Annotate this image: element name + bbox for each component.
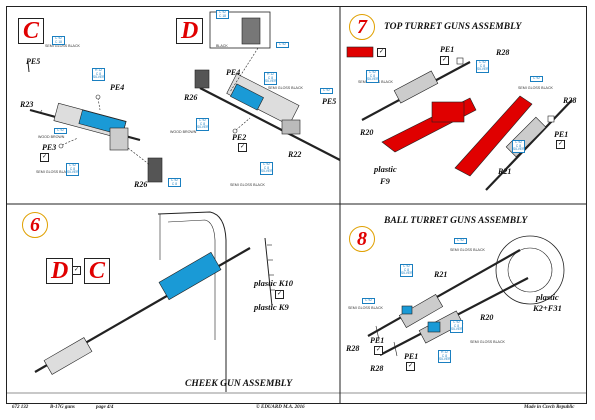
paint-label: SEMI GLOSS BLACK: [36, 170, 71, 174]
panel-8-title: BALL TURRET GUNS ASSEMBLY: [384, 216, 528, 226]
panel-6-title: CHEEK GUN ASSEMBLY: [185, 379, 292, 389]
paint-label: BLACK: [216, 44, 228, 48]
checkmark-icon: ✓: [440, 56, 449, 65]
panel-d-label-r26: R26: [184, 93, 198, 102]
paint-label: SEMI GLOSS BLACK: [45, 44, 80, 48]
page-frame: [6, 6, 587, 404]
panel-6-plastic-k9: plastic K9: [254, 302, 289, 312]
panel-7-label-r20: R20: [360, 128, 374, 137]
paint-label: SEMI GLOSS BLACK: [268, 86, 303, 90]
panel-8-label-r28b: R28: [370, 364, 384, 373]
panel-8-plastic-label: plastic: [536, 292, 559, 302]
panel-c-label-pe3: PE3: [42, 143, 57, 152]
panel-7-plastic-part: F9: [380, 176, 390, 186]
paint-label: SEMI GLOSS BLACK: [470, 340, 505, 344]
checkmark-icon: ✓: [238, 143, 247, 152]
panel-c-label-r23: R23: [20, 100, 34, 109]
paint-label: SEMI GLOSS BLACK: [348, 306, 383, 310]
panel-7-label-r28: R28: [496, 48, 510, 57]
checkmark-icon: ✓: [72, 266, 81, 275]
footer-made-in: Made in Czech Republic: [524, 405, 575, 410]
panel-8-label-pe1b: PE1: [404, 352, 419, 361]
checkmark-icon: ✓: [556, 140, 565, 149]
checkmark-icon: ✓: [40, 153, 49, 162]
checkmark-icon: ✓: [275, 290, 284, 299]
checkmark-icon: ✓: [374, 346, 383, 355]
panel-6-letter-d: D: [46, 258, 74, 284]
paint-label: SEMI GLOSS BLACK: [450, 248, 485, 252]
footer-product: B-17G guns: [50, 405, 75, 410]
panel-d-label-pe4: PE4: [226, 68, 241, 77]
panel-6-letter-c: C: [84, 258, 111, 284]
panel-d-label-pe2: PE2: [232, 133, 247, 142]
step-number-6: 6: [22, 212, 48, 238]
panel-7-plastic-label: plastic: [374, 164, 397, 174]
paint-label: WOOD BROWN: [170, 130, 197, 134]
footer-page: page 4/4: [96, 405, 114, 410]
panel-6-plastic-k10: plastic K10: [254, 278, 293, 288]
panel-7-drawing: [346, 46, 573, 191]
panel-7-label-pe1: PE1: [440, 45, 455, 54]
panel-c-drawing: [27, 61, 163, 183]
step-number-7: 7: [349, 14, 375, 40]
panel-c-label-r26: R26: [134, 180, 148, 189]
paint-label: SEMI GLOSS BLACK: [518, 86, 553, 90]
checkmark-icon: ✓: [406, 362, 415, 371]
panel-d-label-pe5: PE5: [322, 97, 337, 106]
panel-c-letter: C: [18, 18, 45, 44]
paint-code-chip: C 92: [320, 88, 333, 94]
panel-d-label-r22: R22: [288, 150, 302, 159]
panel-c-label-pe5: PE5: [26, 57, 41, 66]
footer-copyright: © EDUARD M.A. 2016: [256, 405, 305, 410]
panel-8-label-r20: R20: [480, 313, 494, 322]
checkmark-icon: ✓: [377, 48, 386, 57]
panel-7-label-r28b: R28: [563, 96, 577, 105]
panel-7-title: TOP TURRET GUNS ASSEMBLY: [384, 22, 522, 32]
panel-8-drawing: [367, 235, 565, 357]
panel-7-label-r21: R21: [498, 167, 512, 176]
panel-d-letter: D: [176, 18, 204, 44]
paint-code-chip: C 92: [362, 298, 375, 304]
panel-8-label-r21: R21: [434, 270, 448, 279]
panel-8-label-pe1: PE1: [370, 336, 385, 345]
paint-label: WOOD BROWN: [38, 135, 65, 139]
paint-code-chip: C 92: [530, 76, 543, 82]
step-number-8: 8: [349, 226, 375, 252]
panel-c-label-pe4: PE4: [110, 83, 125, 92]
panel-6-drawing: [34, 211, 275, 392]
paint-code-chip: C 92: [276, 42, 289, 48]
panel-8-label-r28: R28: [346, 344, 360, 353]
panel-8-plastic-part: K2+F31: [533, 303, 562, 313]
footer-code: 672 132: [12, 405, 29, 410]
paint-label: SEMI GLOSS BLACK: [230, 183, 265, 187]
paint-code-chip: C 92: [54, 128, 67, 134]
paint-code-chip: C 92: [454, 238, 467, 244]
panel-7-label-pe1b: PE1: [554, 130, 569, 139]
panel-d-drawing: [194, 11, 341, 161]
